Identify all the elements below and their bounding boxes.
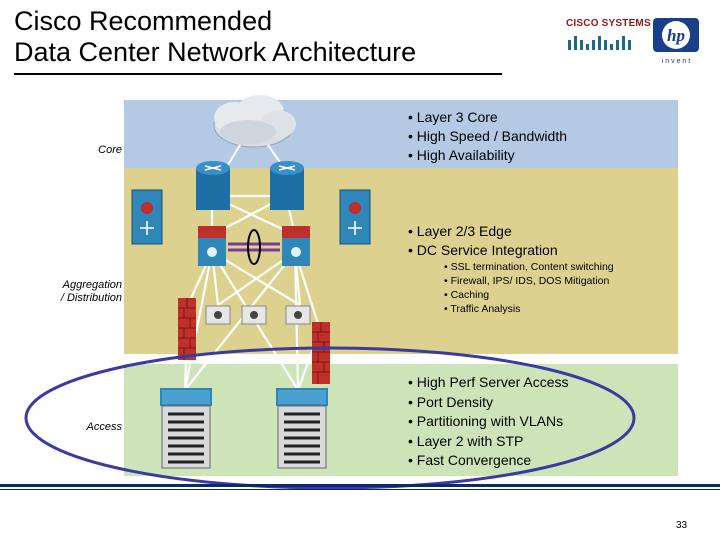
access-label: Access <box>86 421 122 433</box>
access-bullet: • Partitioning with VLANs <box>408 413 564 429</box>
aggregation-label-line-2: / Distribution <box>60 292 122 304</box>
core-bullet: • High Availability <box>408 147 515 163</box>
router-icon <box>196 161 230 210</box>
hp-tagline: i n v e n t <box>662 58 690 65</box>
core-bullet: • High Speed / Bandwidth <box>408 128 568 144</box>
footer-rule <box>0 484 720 487</box>
aggregation-bullet: • DC Service Integration <box>408 242 558 258</box>
page-number: 33 <box>676 520 688 531</box>
multilayer-switch-icon <box>131 189 163 245</box>
aggregation-bullets: • Layer 2/3 Edge • DC Service Integratio… <box>408 222 558 260</box>
access-bullet: • Fast Convergence <box>408 452 532 468</box>
slide-title: Cisco Recommended Data Center Network Ar… <box>14 6 534 68</box>
service-module-icon <box>198 226 226 266</box>
firewall-icon <box>178 298 196 360</box>
access-bullet: • Port Density <box>408 393 494 410</box>
appliance-icon <box>205 305 231 325</box>
hp-logo: hp i n v e n t <box>648 16 704 66</box>
access-switch-icon <box>276 388 328 469</box>
core-label: Core <box>98 144 122 156</box>
title-underline <box>14 73 502 75</box>
firewall-icon <box>312 322 330 384</box>
appliance-icon <box>241 305 267 325</box>
access-bullet: • High Perf Server Access <box>408 374 569 390</box>
network-links <box>183 194 322 391</box>
aggregation-sub-bullets: • SSL termination, Content switching • F… <box>444 260 614 316</box>
multilayer-switch-icon <box>339 189 371 245</box>
core-bullet: • Layer 3 Core <box>408 109 498 125</box>
hp-mark-text: hp <box>667 26 685 45</box>
cisco-bridge-icon <box>568 36 631 50</box>
access-bullet: • Layer 2 with STP <box>408 432 524 449</box>
aggregation-sub-bullet: • Firewall, IPS/ IDS, DOS Mitigation <box>444 275 610 287</box>
footer-rule-thin <box>0 489 720 490</box>
aggregation-sub-bullet: • Caching <box>444 289 490 301</box>
aggregation-sub-bullet: • SSL termination, Content switching <box>444 261 614 273</box>
cloud-icon <box>213 95 296 148</box>
access-highlight-ellipse <box>24 346 636 490</box>
access-switch-icon <box>160 388 212 469</box>
etherchannel-icon <box>247 229 261 265</box>
appliance-icon <box>285 305 311 325</box>
title-line-2: Data Center Network Architecture <box>14 37 417 67</box>
router-icon <box>270 161 304 210</box>
cisco-logo: CISCO SYSTEMS <box>566 18 651 56</box>
core-bullets: • Layer 3 Core • High Speed / Bandwidth … <box>408 108 567 165</box>
hp-logo-mark-icon: hp i n v e n t <box>653 18 699 65</box>
aggregation-sub-bullet: • Traffic Analysis <box>444 303 521 315</box>
aggregation-label: Aggregation / Distribution <box>28 279 122 305</box>
aggregation-bullet: • Layer 2/3 Edge <box>408 223 512 239</box>
cisco-logo-text: CISCO SYSTEMS <box>566 18 651 29</box>
service-module-icon <box>282 226 310 266</box>
access-bullets: • High Perf Server Access • Port Density… <box>408 373 569 471</box>
title-line-1: Cisco Recommended <box>14 6 273 36</box>
aggregation-label-line-1: Aggregation <box>62 279 122 291</box>
